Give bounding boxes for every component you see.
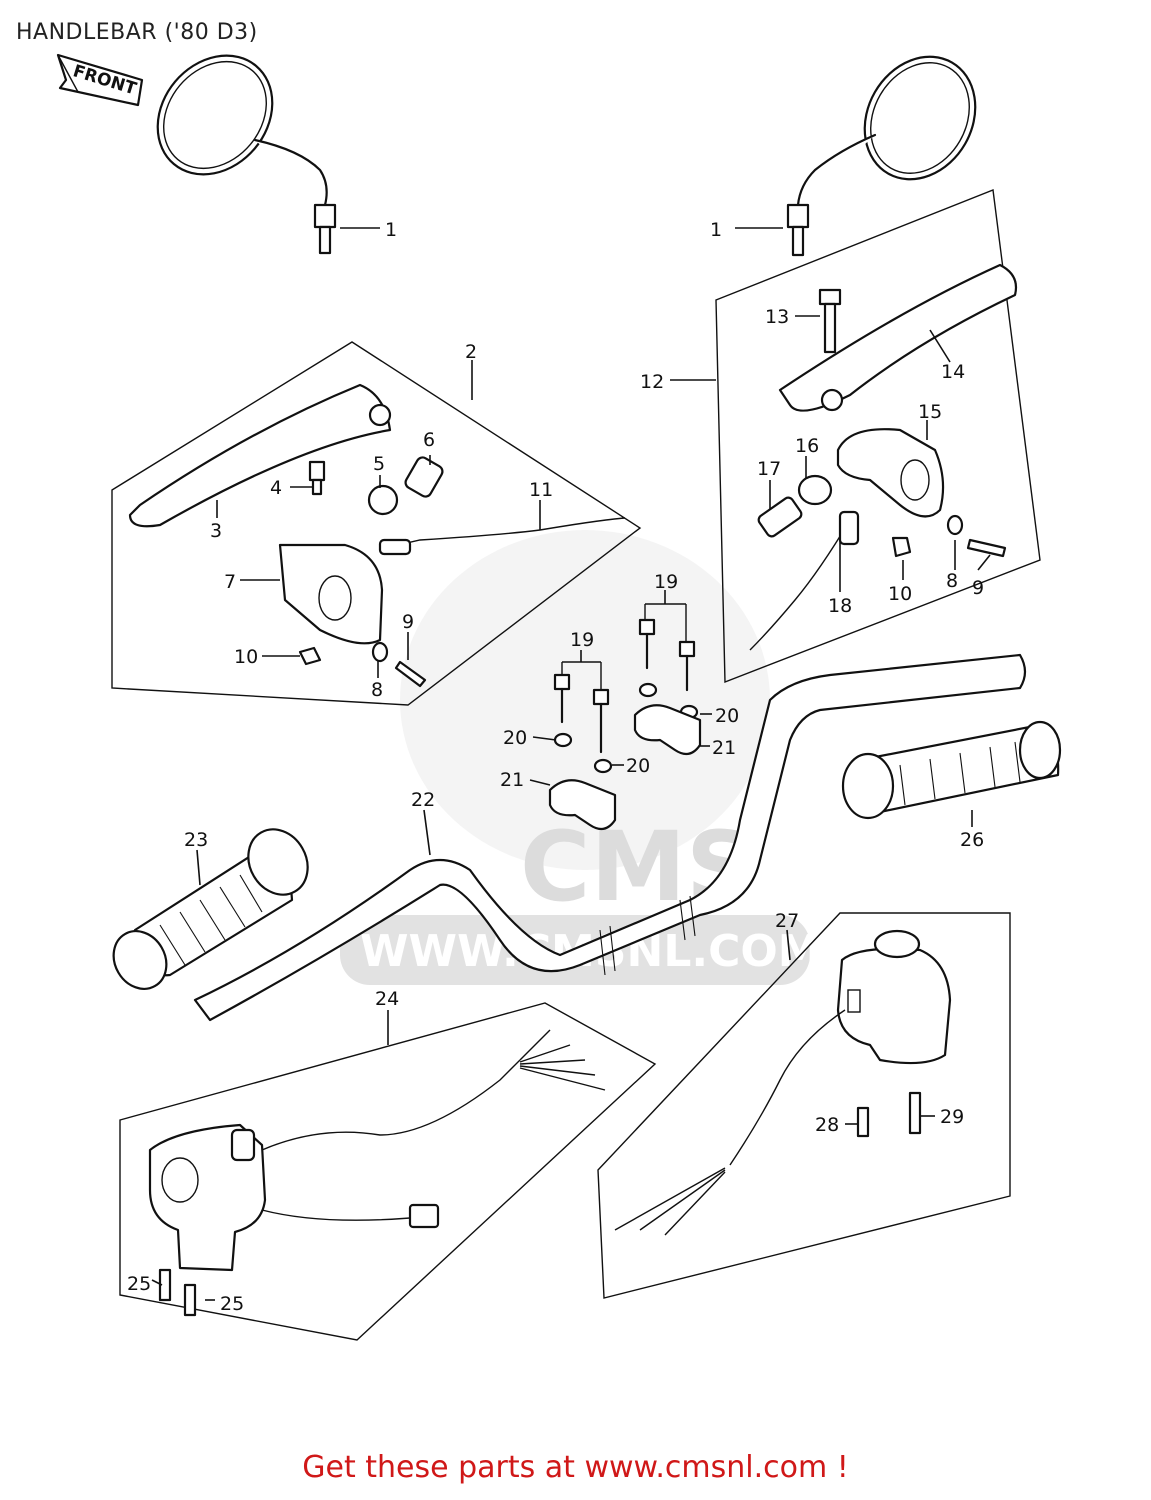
callout-20-lower: 20 bbox=[626, 755, 650, 777]
callout-6: 6 bbox=[423, 429, 435, 451]
page-title: HANDLEBAR ('80 D3) bbox=[16, 20, 258, 45]
callout-18: 18 bbox=[828, 595, 852, 617]
callout-4: 4 bbox=[270, 477, 282, 499]
callout-24: 24 bbox=[375, 988, 399, 1010]
right-grip bbox=[841, 720, 1062, 820]
footer-promo-link[interactable]: Get these parts at www.cmsnl.com ! bbox=[302, 1450, 849, 1485]
callout-10-left: 10 bbox=[234, 646, 258, 668]
callout-9-left: 9 bbox=[402, 611, 414, 633]
callout-29: 29 bbox=[940, 1106, 964, 1128]
callout-28: 28 bbox=[815, 1114, 839, 1136]
callout-8-right: 8 bbox=[946, 570, 958, 592]
callout-5: 5 bbox=[373, 453, 385, 475]
callout-10-right: 10 bbox=[888, 583, 912, 605]
callout-7: 7 bbox=[224, 571, 236, 593]
callout-27: 27 bbox=[775, 910, 799, 932]
left-mirror bbox=[156, 54, 380, 255]
callout-15: 15 bbox=[918, 401, 942, 423]
callout-21-left: 21 bbox=[500, 769, 524, 791]
callout-12: 12 bbox=[640, 371, 664, 393]
callout-leader-lines bbox=[151, 315, 991, 1301]
left-switch-assembly bbox=[119, 1002, 657, 1341]
cms-watermark: CMS WWW.CMSNL.COM bbox=[340, 530, 822, 985]
callout-3: 3 bbox=[210, 520, 222, 542]
callout-13: 13 bbox=[765, 306, 789, 328]
callout-labels: 1 1 2 3 4 5 6 7 8 9 10 11 12 13 14 15 16… bbox=[127, 219, 984, 1315]
callout-20-right: 20 bbox=[715, 705, 739, 727]
callout-1-right: 1 bbox=[710, 219, 722, 241]
callout-14: 14 bbox=[941, 361, 965, 383]
callout-26: 26 bbox=[960, 829, 984, 851]
callout-16: 16 bbox=[795, 435, 819, 457]
callout-20-left: 20 bbox=[503, 727, 527, 749]
clutch-lever-assembly bbox=[111, 341, 642, 706]
callout-22: 22 bbox=[411, 789, 435, 811]
right-switch-assembly bbox=[597, 912, 1011, 1299]
callout-25-right: 25 bbox=[220, 1293, 244, 1315]
handlebar-clamp-hardware bbox=[548, 603, 702, 831]
callout-23: 23 bbox=[184, 829, 208, 851]
front-arrow-marker: FRONT bbox=[56, 53, 144, 107]
callout-11: 11 bbox=[529, 479, 553, 501]
right-mirror bbox=[735, 55, 977, 257]
callout-8-left: 8 bbox=[371, 679, 383, 701]
callout-9-right: 9 bbox=[972, 577, 984, 599]
handlebar-tube bbox=[193, 653, 1027, 1022]
left-grip bbox=[112, 828, 309, 990]
callout-21-right: 21 bbox=[712, 737, 736, 759]
callout-2: 2 bbox=[465, 341, 477, 363]
callout-19-lower: 19 bbox=[570, 629, 594, 651]
callout-19-upper: 19 bbox=[654, 571, 678, 593]
callout-1-left: 1 bbox=[385, 219, 397, 241]
brake-lever-assembly bbox=[715, 189, 1041, 684]
callout-17: 17 bbox=[757, 458, 781, 480]
callout-25-left: 25 bbox=[127, 1273, 151, 1295]
